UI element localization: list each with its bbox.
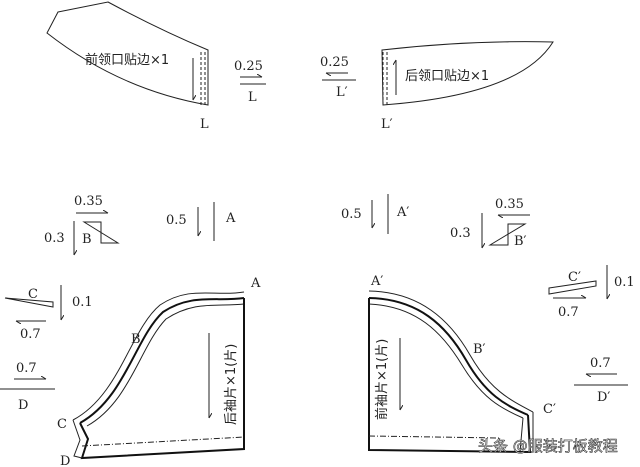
B-prime-vertical: 0.3 [450, 226, 471, 241]
A-prime-vertical: 0.5 [341, 207, 362, 222]
C-horizontal: 0.7 [20, 327, 41, 342]
B-horizontal: 0.35 [74, 194, 103, 209]
point-B-prime: B′ [473, 342, 486, 357]
point-A-prime: A′ [370, 274, 383, 289]
D-prime-detail-label: D′ [597, 390, 610, 405]
watermark: 头条 @服装打板教程 [478, 437, 618, 455]
back-neck-facing: 后领口贴边×1 L′ 0.25 L′ [320, 41, 554, 132]
A-detail-label: A [225, 211, 236, 226]
measure-L-prime: 0.25 [320, 55, 349, 70]
B-prime-detail-label: B′ [514, 234, 527, 249]
measure-L: 0.25 [234, 59, 263, 74]
front-sleeve-piece: 前袖片×1(片) A′ B′ C′ [368, 274, 556, 454]
point-L-prime: L′ [381, 117, 393, 132]
back-sleeve-piece: 后袖片×1(片) A B C D [57, 276, 261, 467]
front-sleeve-label: 前袖片×1(片) [374, 339, 390, 420]
A-prime-detail-label: A′ [396, 205, 409, 220]
C-prime-detail-label: C′ [568, 270, 581, 285]
C-prime-horizontal: 0.7 [558, 305, 579, 320]
back-facing-label: 后领口贴边×1 [405, 69, 489, 84]
point-A: A [250, 276, 261, 291]
B-detail-label: B [82, 232, 92, 247]
B-vertical: 0.3 [44, 231, 65, 246]
A-vertical: 0.5 [166, 213, 187, 228]
D-prime-horizontal: 0.7 [590, 356, 611, 371]
B-prime-horizontal: 0.35 [495, 197, 524, 212]
front-neck-facing: 前领口贴边×1 L 0.25 L [46, 1, 266, 132]
point-D: D [60, 454, 70, 467]
measure-L-point: L [248, 90, 257, 105]
point-L: L [200, 117, 209, 132]
back-sleeve-label: 后袖片×1(片) [224, 344, 239, 425]
point-C: C [57, 417, 67, 432]
front-facing-label: 前领口贴边×1 [85, 52, 169, 68]
front-sleeve-details: 0.5 A′ 0.35 0.3 B′ C′ 0.1 0.7 0.7 D′ [341, 194, 635, 405]
point-B: B [131, 332, 141, 347]
measure-L-prime-point: L′ [336, 85, 348, 100]
C-prime-vertical: 0.1 [614, 275, 635, 290]
C-vertical: 0.1 [72, 295, 93, 310]
D-horizontal: 0.7 [16, 361, 37, 376]
point-C-prime: C′ [543, 402, 556, 417]
back-sleeve-details: 0.35 0.3 B 0.5 A C 0.1 0.7 0.7 D [0, 194, 236, 413]
C-detail-label: C [28, 287, 38, 302]
D-detail-label: D [18, 398, 28, 413]
